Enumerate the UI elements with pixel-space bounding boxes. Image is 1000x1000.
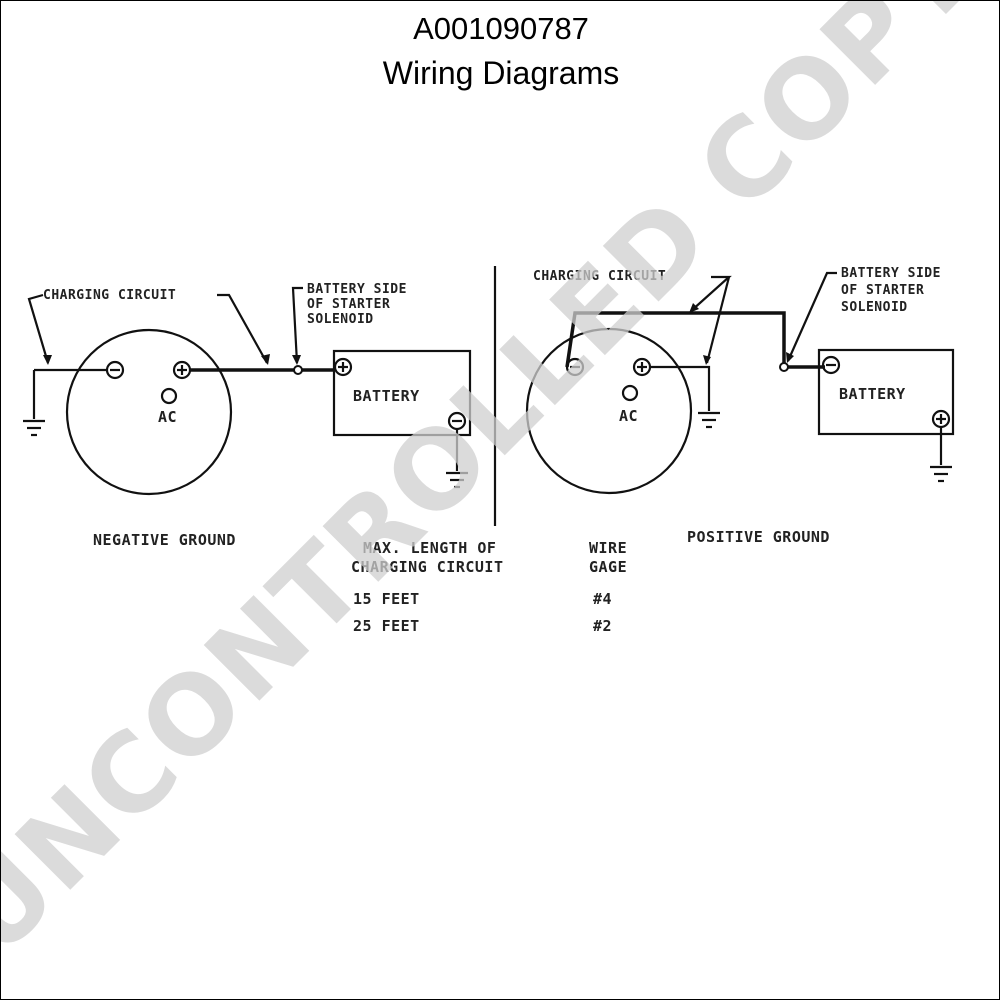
charging-circuit-leaders <box>27 293 270 365</box>
charging-circuit-label: CHARGING CIRCUIT <box>43 288 176 303</box>
ground-symbol-icon <box>23 419 45 437</box>
battery-label: BATTERY <box>839 385 906 403</box>
ac-label: AC <box>158 408 177 426</box>
ac-label: AC <box>619 407 638 425</box>
battery-positive-terminal-icon <box>333 357 353 377</box>
alternator-body <box>65 328 233 496</box>
battery-positive-terminal-icon <box>931 409 951 429</box>
ground-symbol-icon <box>698 411 720 429</box>
charging-circuit-label: CHARGING CIRCUIT <box>533 269 666 284</box>
battery-side-label-line3: SOLENOID <box>841 300 908 315</box>
negative-ground-caption: NEGATIVE GROUND <box>93 531 236 549</box>
positive-ground-diagram: AC BATTERY <box>525 266 955 546</box>
solenoid-junction <box>293 365 303 375</box>
battery-ground-symbol-icon <box>930 465 952 483</box>
table-header-gage-line1: WIRE <box>589 539 627 557</box>
positive-ground-caption: POSITIVE GROUND <box>687 528 830 546</box>
negative-ground-diagram: AC BATTERY <box>23 282 472 549</box>
positive-terminal-icon <box>172 360 192 380</box>
battery-side-label-line2: OF STARTER <box>841 283 924 298</box>
battery-side-leader <box>291 286 303 365</box>
battery-side-leader <box>786 271 837 363</box>
table-header-gage-line2: GAGE <box>589 558 627 576</box>
battery-ground-symbol-icon <box>446 471 468 489</box>
ground-wire <box>650 365 711 411</box>
alternator-body <box>525 327 693 495</box>
battery-side-label-line3: SOLENOID <box>307 312 374 327</box>
positive-terminal-icon <box>632 357 652 377</box>
wire-gage-table: MAX. LENGTH OF CHARGING CIRCUIT WIRE GAG… <box>351 539 627 635</box>
part-number-title: A001090787 <box>413 11 589 46</box>
battery-side-label-line1: BATTERY SIDE <box>841 266 941 281</box>
table-row-gage: #2 <box>593 617 612 635</box>
solenoid-junction <box>779 362 789 372</box>
negative-terminal-icon <box>105 360 125 380</box>
battery-box <box>817 348 955 436</box>
battery-label: BATTERY <box>353 387 420 405</box>
battery-negative-terminal-icon <box>821 355 841 375</box>
table-header-length-line2: CHARGING CIRCUIT <box>351 558 504 576</box>
table-row-length: 25 FEET <box>353 617 420 635</box>
table-header-length-line1: MAX. LENGTH OF <box>363 539 496 557</box>
ac-terminal-icon <box>621 384 639 402</box>
table-row-gage: #4 <box>593 590 612 608</box>
battery-side-label-line1: BATTERY SIDE <box>307 282 407 297</box>
page-subtitle: Wiring Diagrams <box>382 55 620 91</box>
battery-side-label-line2: OF STARTER <box>307 297 390 312</box>
ac-terminal-icon <box>160 387 178 405</box>
charging-wire <box>565 311 825 369</box>
table-row-length: 15 FEET <box>353 590 420 608</box>
battery-box <box>332 349 472 437</box>
charging-circuit-leaders <box>689 275 732 365</box>
uncontrolled-copy-watermark: UNCONTROLLED COPY <box>1 1 1000 979</box>
